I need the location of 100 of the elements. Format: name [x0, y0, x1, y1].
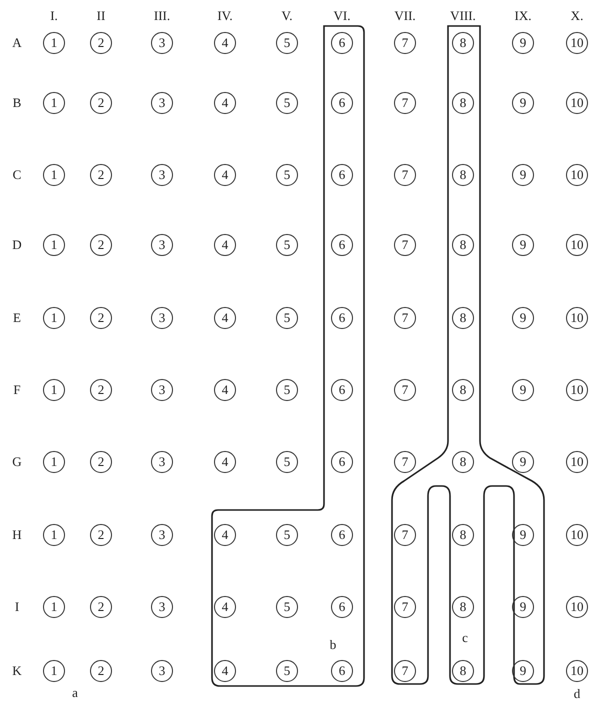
circled-number: 5	[276, 451, 298, 473]
circled-number: 9	[512, 379, 534, 401]
circled-number: 2	[90, 660, 112, 682]
circled-number: 2	[90, 379, 112, 401]
letter-label: a	[72, 685, 78, 701]
circled-number: 10	[566, 379, 588, 401]
row-letter: E	[13, 310, 21, 326]
letter-label: b	[330, 637, 336, 653]
circled-number: 8	[452, 307, 474, 329]
circled-number: 3	[151, 92, 173, 114]
circled-number: 9	[512, 524, 534, 546]
circled-number: 2	[90, 32, 112, 54]
circled-number: 4	[214, 234, 236, 256]
circled-number: 8	[452, 451, 474, 473]
row-letter: K	[12, 663, 22, 679]
circled-number: 7	[394, 92, 416, 114]
circled-number: 3	[151, 596, 173, 618]
column-heading: IX.	[514, 8, 532, 24]
circled-number: 8	[452, 596, 474, 618]
circled-number: 7	[394, 164, 416, 186]
circled-number: 9	[512, 596, 534, 618]
circled-number: 3	[151, 451, 173, 473]
circled-number: 8	[452, 32, 474, 54]
circled-number: 7	[394, 451, 416, 473]
circled-number: 4	[214, 32, 236, 54]
column-heading: IV.	[217, 8, 233, 24]
circled-number: 3	[151, 379, 173, 401]
circled-number: 9	[512, 92, 534, 114]
circled-number: 4	[214, 451, 236, 473]
circled-number: 4	[214, 596, 236, 618]
circled-number: 9	[512, 307, 534, 329]
circled-number: 10	[566, 660, 588, 682]
row-letter: C	[12, 167, 22, 183]
circled-number: 9	[512, 164, 534, 186]
circled-number: 6	[331, 307, 353, 329]
circled-number: 7	[394, 379, 416, 401]
circled-number: 1	[43, 451, 65, 473]
circled-number: 7	[394, 234, 416, 256]
circled-number: 4	[214, 307, 236, 329]
circled-number: 4	[214, 164, 236, 186]
row-letter: F	[13, 382, 21, 398]
row-letter: A	[12, 35, 22, 51]
circled-number: 6	[331, 164, 353, 186]
row-letter: D	[12, 237, 22, 253]
circled-number: 3	[151, 164, 173, 186]
circled-number: 2	[90, 451, 112, 473]
circled-number: 8	[452, 379, 474, 401]
circled-number: 4	[214, 524, 236, 546]
circled-number: 7	[394, 524, 416, 546]
circled-number: 6	[331, 596, 353, 618]
circled-number: 5	[276, 92, 298, 114]
circled-number: 10	[566, 451, 588, 473]
letter-label: d	[574, 686, 580, 702]
circled-number: 5	[276, 32, 298, 54]
circled-number: 6	[331, 92, 353, 114]
circled-number: 6	[331, 660, 353, 682]
circled-number: 4	[214, 379, 236, 401]
circled-number: 3	[151, 32, 173, 54]
circled-number: 8	[452, 164, 474, 186]
circled-number: 9	[512, 451, 534, 473]
circled-number: 6	[331, 32, 353, 54]
circled-number: 9	[512, 660, 534, 682]
circled-number: 10	[566, 596, 588, 618]
circled-number: 1	[43, 379, 65, 401]
circled-number: 10	[566, 307, 588, 329]
column-heading: X.	[570, 8, 584, 24]
circled-number: 4	[214, 92, 236, 114]
circled-number: 3	[151, 307, 173, 329]
column-heading: VIII.	[450, 8, 476, 24]
row-letter: G	[12, 454, 22, 470]
circled-number: 8	[452, 660, 474, 682]
circled-number: 1	[43, 164, 65, 186]
circled-number: 2	[90, 234, 112, 256]
circled-number: 10	[566, 234, 588, 256]
circled-number: 6	[331, 234, 353, 256]
column-heading: V.	[282, 8, 292, 24]
circled-number: 7	[394, 32, 416, 54]
column-heading: VII.	[394, 8, 416, 24]
circled-number: 1	[43, 32, 65, 54]
circled-number: 6	[331, 451, 353, 473]
circled-number: 9	[512, 234, 534, 256]
circled-number: 5	[276, 379, 298, 401]
circled-number: 10	[566, 92, 588, 114]
circled-number: 5	[276, 234, 298, 256]
circled-number: 1	[43, 596, 65, 618]
circled-number: 2	[90, 92, 112, 114]
circled-number: 5	[276, 164, 298, 186]
circled-number: 10	[566, 32, 588, 54]
circled-number: 9	[512, 32, 534, 54]
circled-number: 10	[566, 524, 588, 546]
circled-number: 1	[43, 660, 65, 682]
circled-number: 7	[394, 307, 416, 329]
circled-number: 3	[151, 660, 173, 682]
letter-label: c	[462, 630, 468, 646]
circled-number: 2	[90, 596, 112, 618]
column-heading: VI.	[334, 8, 350, 24]
circled-number: 8	[452, 524, 474, 546]
circled-number: 7	[394, 660, 416, 682]
circled-number: 5	[276, 660, 298, 682]
circled-number: 6	[331, 524, 353, 546]
